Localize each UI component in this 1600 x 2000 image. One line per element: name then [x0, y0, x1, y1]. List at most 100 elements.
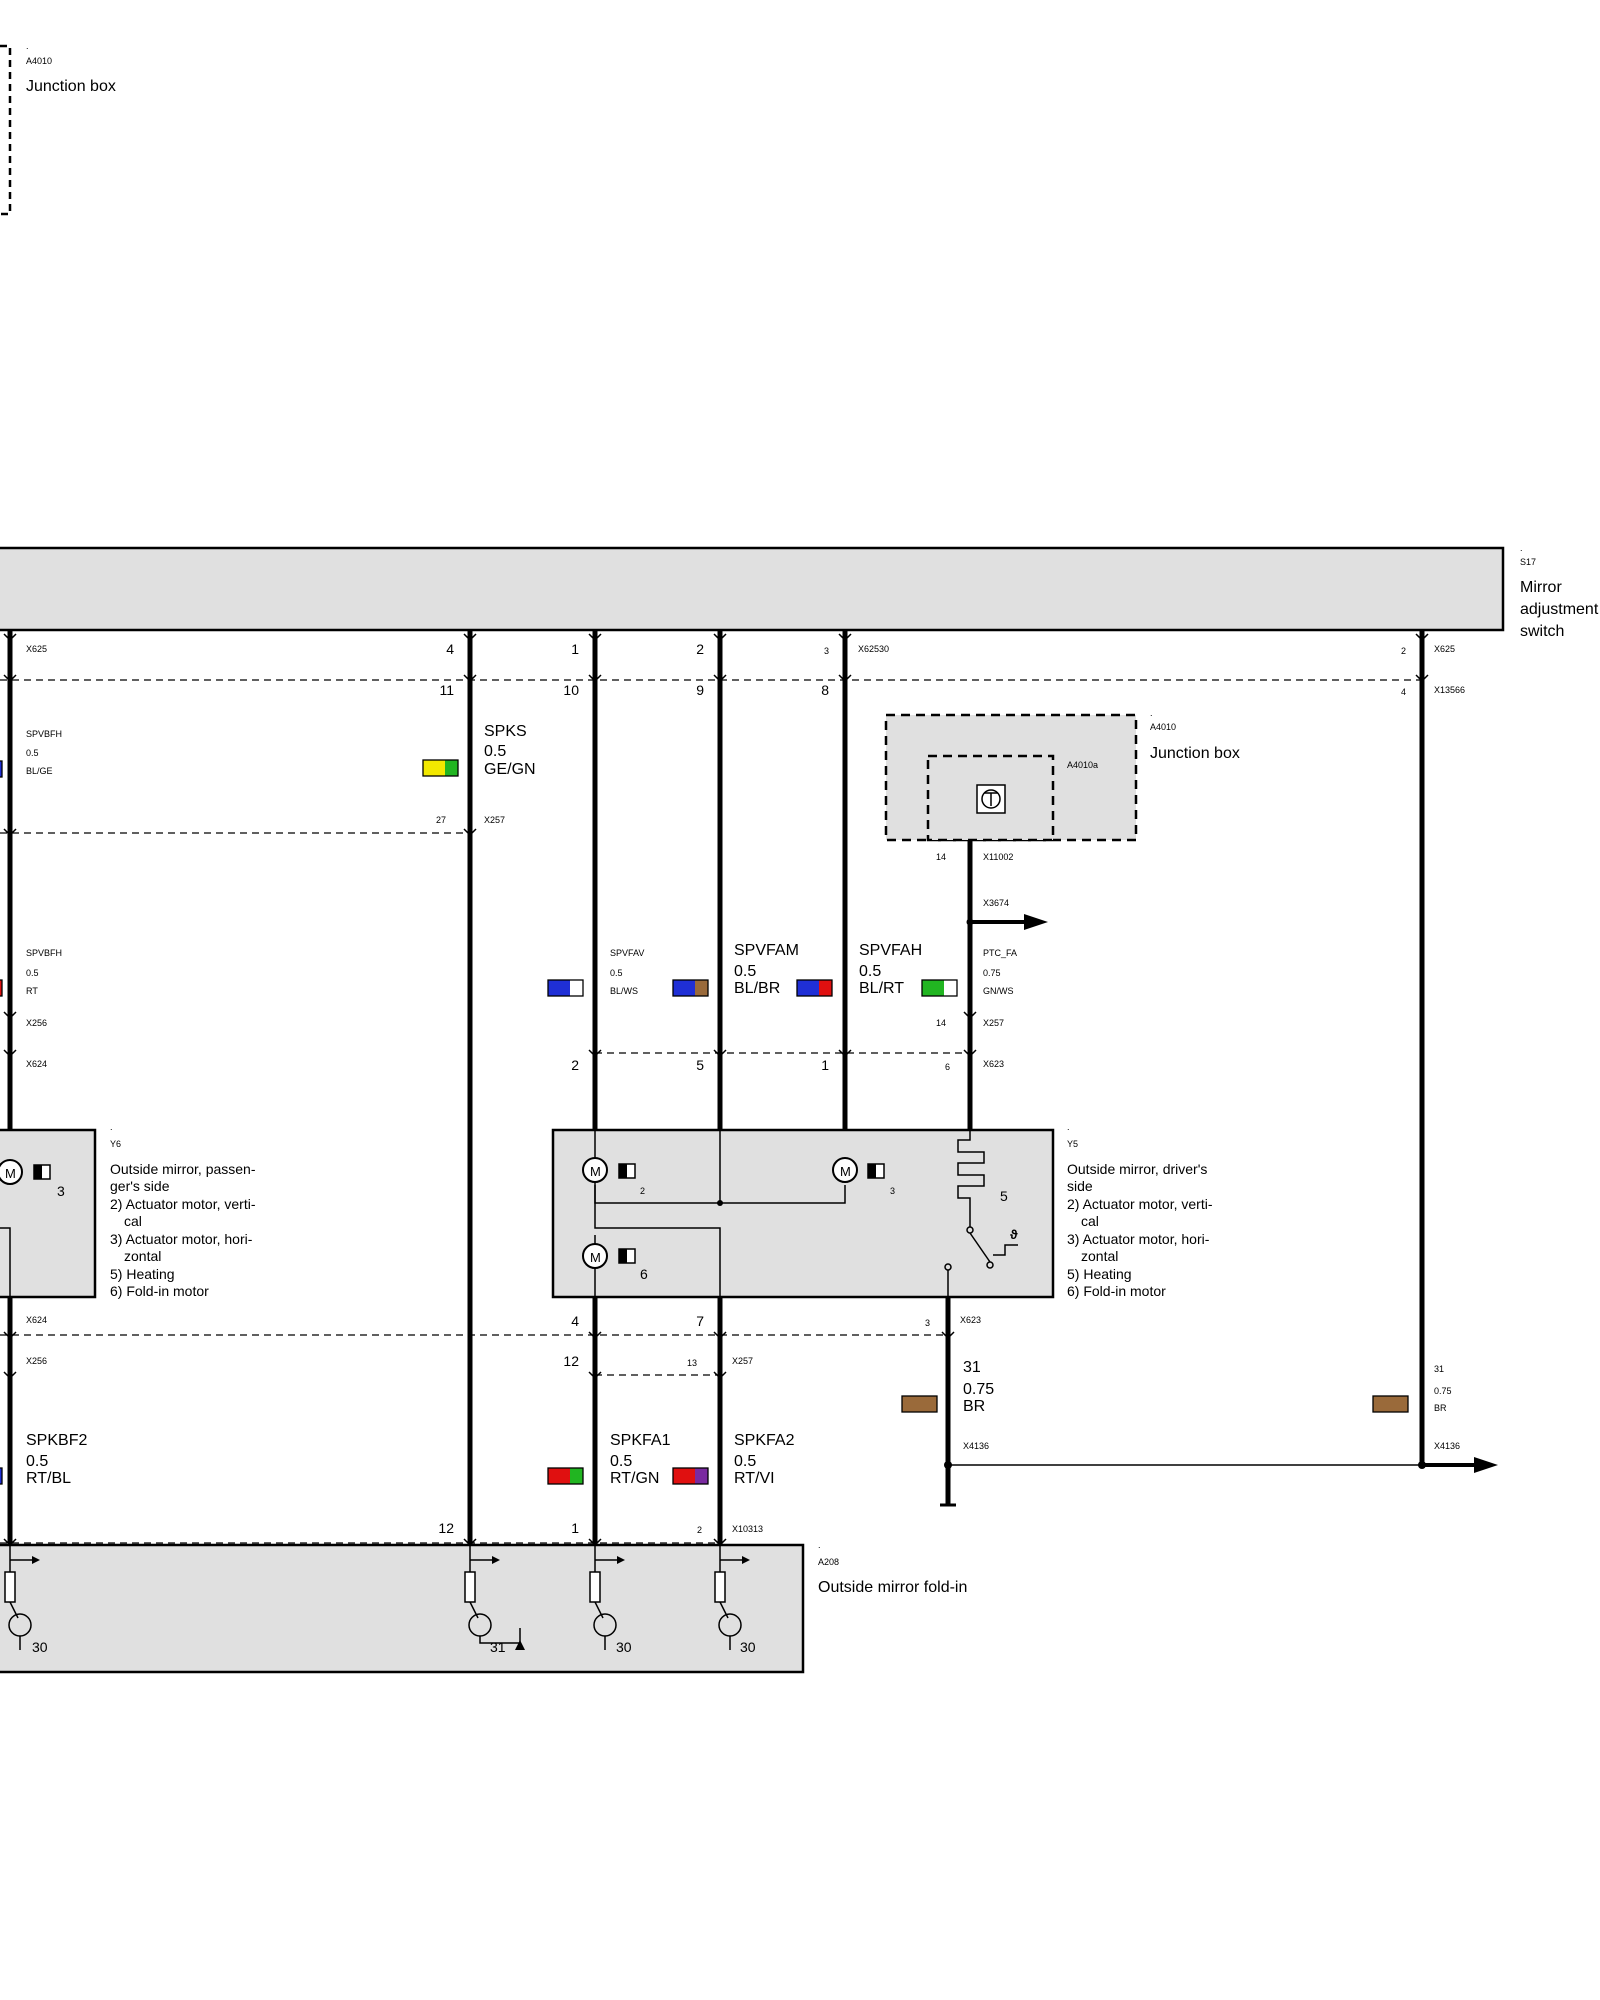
- pin-x623-top-c: 1: [821, 1057, 829, 1073]
- desc-line: Outside mirror, passen-: [110, 1161, 256, 1177]
- swatch-br-right: [1372, 1395, 1409, 1413]
- connector-labels: X625 X62530 X625 X13566 X257 X11002 X367…: [26, 644, 1465, 1534]
- mirror-drv-desc: Outside mirror, driver's side 2) Actuato…: [1067, 1161, 1213, 1299]
- desc-line: 2) Actuator motor, verti-: [1067, 1196, 1213, 1212]
- spvbfh-mid-name: SPVBFH: [26, 948, 62, 958]
- desc-line: 3) Actuator motor, hori-: [110, 1231, 253, 1247]
- desc-line: zontal: [1081, 1248, 1118, 1264]
- thermal-switch-icon: ϑ: [966, 1226, 1018, 1269]
- svg-text:ϑ: ϑ: [1010, 1227, 1018, 1242]
- x257-bot-label: X257: [732, 1356, 753, 1366]
- mirror-drv-motor2: 2: [640, 1186, 645, 1196]
- heating-element-icon: [957, 1130, 985, 1227]
- x625-left-label: X625: [26, 644, 47, 654]
- gnd-right-color: BR: [1434, 1403, 1447, 1413]
- x13566-label: X13566: [1434, 685, 1465, 695]
- spvbfh-mid-color: RT: [26, 986, 38, 996]
- spkfa2-name: SPKFA2: [734, 1432, 795, 1449]
- wires: [7, 630, 1425, 1545]
- x10313-label: X10313: [732, 1524, 763, 1534]
- motor-icon: M: [582, 1157, 608, 1183]
- position-sensor-icon: [618, 1248, 636, 1264]
- connector-marks: [3, 633, 1429, 1547]
- transistor-icon: [589, 1545, 625, 1650]
- arrow-icon: [966, 914, 1048, 930]
- pin-x13566-c: 9: [696, 682, 704, 698]
- mirror-passenger: M 3 . Y6 Outside mirror, passen- ger's s…: [0, 1122, 256, 1299]
- pin-s17-c: 2: [696, 641, 704, 657]
- foldin-t4: 30: [740, 1639, 756, 1655]
- foldin-t1: 30: [32, 1639, 48, 1655]
- spvfah-name: SPVFAH: [859, 942, 922, 959]
- pin-numbers: 4 1 2 3 2 11 10 9 8 4 27 14 14 2 5 1 6 4…: [436, 641, 1406, 1536]
- gnd-right-size: 0.75: [1434, 1386, 1452, 1396]
- pin-x13566-e: 4: [1401, 687, 1406, 697]
- foldin-module: . A208 Outside mirror fold-in 30 31: [0, 1540, 967, 1674]
- x623-top-label: X623: [983, 1059, 1004, 1069]
- x4136-right-label: X4136: [1434, 1441, 1460, 1451]
- mirror-drv-heating: 5: [1000, 1188, 1008, 1204]
- x62530-label: X62530: [858, 644, 889, 654]
- svg-text:.: .: [1067, 1122, 1070, 1132]
- foldin-t2: 31: [490, 1639, 506, 1655]
- swatch-gn-ws: [921, 979, 958, 997]
- gnd-left-name: 31: [963, 1359, 981, 1376]
- pin-s17-a: 4: [446, 641, 454, 657]
- pin-a208-a: 12: [438, 1520, 454, 1536]
- swatch-rt-vi: [672, 1467, 709, 1485]
- spvfah-size: 0.5: [859, 963, 881, 980]
- swatch-rt-gn: [547, 1467, 584, 1485]
- spvbfh-top-name: SPVBFH: [26, 729, 62, 739]
- desc-line: 6) Fold-in motor: [110, 1283, 209, 1299]
- spkfa1-color: RT/GN: [610, 1470, 659, 1487]
- spks-name: SPKS: [484, 723, 527, 740]
- pin-x623-top-b: 5: [696, 1057, 704, 1073]
- junction-box-top: . A4010 Junction box: [0, 41, 116, 216]
- desc-line: Outside mirror, driver's: [1067, 1161, 1207, 1177]
- desc-line: side: [1067, 1178, 1093, 1194]
- ptc-fa-size: 0.75: [983, 968, 1001, 978]
- mirror-pass-desc: Outside mirror, passen- ger's side 2) Ac…: [110, 1161, 256, 1299]
- swatch-ge-gn: [422, 759, 459, 777]
- switch-name-line1: Mirror: [1520, 579, 1562, 596]
- switch-name-line2: adjustment: [1520, 601, 1599, 618]
- junction-box-mid-inner-ref: A4010a: [1067, 760, 1098, 770]
- position-sensor-icon: [618, 1163, 636, 1179]
- desc-line: cal: [124, 1213, 142, 1229]
- spvfam-name: SPVFAM: [734, 942, 799, 959]
- desc-line: 3) Actuator motor, hori-: [1067, 1231, 1210, 1247]
- x623-bot-label: X623: [960, 1315, 981, 1325]
- motor-icon: M: [0, 1159, 23, 1185]
- pin-x257-top: 27: [436, 815, 446, 825]
- spvbfh-top-size: 0.5: [26, 748, 39, 758]
- ptc-fa-name: PTC_FA: [983, 948, 1017, 958]
- desc-line: 2) Actuator motor, verti-: [110, 1196, 256, 1212]
- spkfa1-name: SPKFA1: [610, 1432, 671, 1449]
- swatch-bl-rt: [796, 979, 833, 997]
- desc-line: 5) Heating: [1067, 1266, 1132, 1282]
- junction-box-mid: A4010a . A4010 Junction box: [884, 708, 1240, 842]
- pin-x13566-b: 10: [563, 682, 579, 698]
- desc-line: cal: [1081, 1213, 1099, 1229]
- pin-a208-b: 1: [571, 1520, 579, 1536]
- junction-box-mid-name: Junction box: [1150, 745, 1240, 762]
- foldin-ref: A208: [818, 1557, 839, 1567]
- spkfa1-size: 0.5: [610, 1453, 632, 1470]
- pin-x623-bot-a: 4: [571, 1313, 579, 1329]
- svg-text:.: .: [1520, 543, 1523, 553]
- spkbf2-size: 0.5: [26, 1453, 48, 1470]
- pin-x257-mid: 14: [936, 1018, 946, 1028]
- ground-bus: [940, 1457, 1498, 1507]
- pin-x623-top-a: 2: [571, 1057, 579, 1073]
- transistor-icon: [714, 1545, 750, 1650]
- svg-text:M: M: [590, 1164, 601, 1179]
- svg-text:.: .: [26, 41, 29, 51]
- pin-x623-top-d: 6: [945, 1062, 950, 1072]
- desc-line: 6) Fold-in motor: [1067, 1283, 1166, 1299]
- spkfa2-size: 0.5: [734, 1453, 756, 1470]
- desc-line: ger's side: [110, 1178, 170, 1194]
- mirror-drv-foldin: 6: [640, 1266, 648, 1282]
- transistor-icon: [4, 1545, 40, 1650]
- x625-right-label: X625: [1434, 644, 1455, 654]
